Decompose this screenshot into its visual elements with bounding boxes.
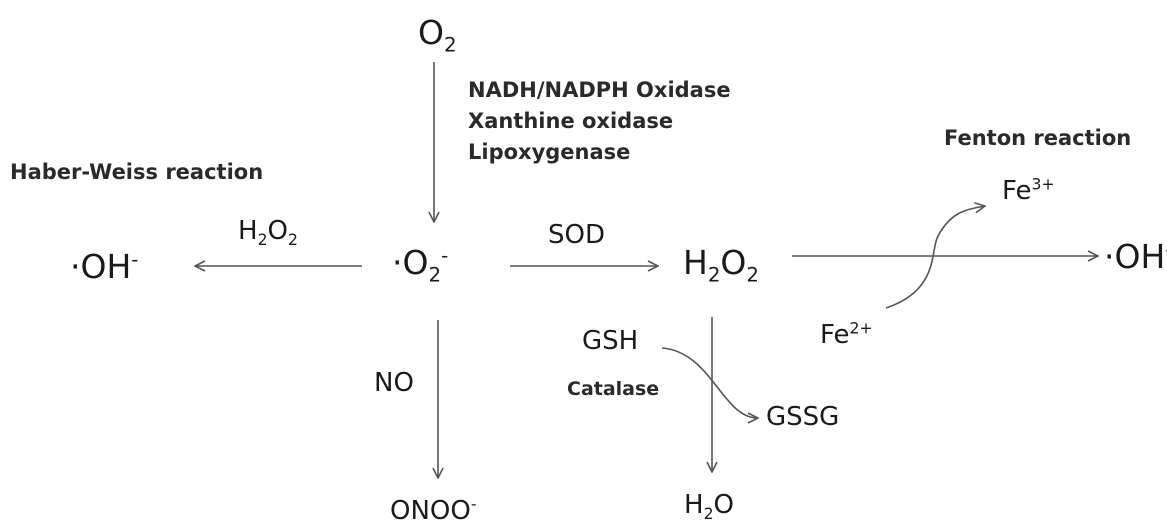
species-h2o: H2O bbox=[684, 490, 734, 524]
reagent-no: NO bbox=[374, 368, 414, 398]
species-fe2: Fe2+ bbox=[820, 319, 873, 350]
haber-weiss-label: Haber-Weiss reaction bbox=[10, 160, 264, 184]
reagent-h2o2-left: H2O2 bbox=[238, 216, 298, 250]
species-o2: O2 bbox=[418, 13, 457, 57]
enzyme-item: Lipoxygenase bbox=[468, 140, 631, 164]
species-fe3: Fe3+ bbox=[1002, 175, 1055, 206]
reagent-sod: SOD bbox=[548, 220, 605, 250]
reagent-catalase: Catalase bbox=[567, 378, 660, 400]
enzyme-item: NADH/NADPH Oxidase bbox=[468, 78, 731, 102]
enzyme-list: NADH/NADPH Oxidase Xanthine oxidase Lipo… bbox=[468, 80, 731, 173]
species-onoo: ONOO- bbox=[390, 495, 477, 526]
species-gsh: GSH bbox=[582, 326, 639, 356]
species-oh-left: ·OH- bbox=[70, 247, 139, 286]
species-h2o2: H2O2 bbox=[683, 243, 759, 287]
arrow-gsh-to-gssg bbox=[661, 347, 758, 418]
enzyme-item: Xanthine oxidase bbox=[468, 109, 674, 133]
fenton-label: Fenton reaction bbox=[944, 126, 1132, 150]
species-oh-right: ·OH- bbox=[1104, 237, 1167, 276]
species-gssg: GSSG bbox=[766, 402, 840, 432]
species-superoxide: ·O2- bbox=[392, 243, 449, 287]
arrow-fe2-to-fe3 bbox=[885, 206, 985, 309]
